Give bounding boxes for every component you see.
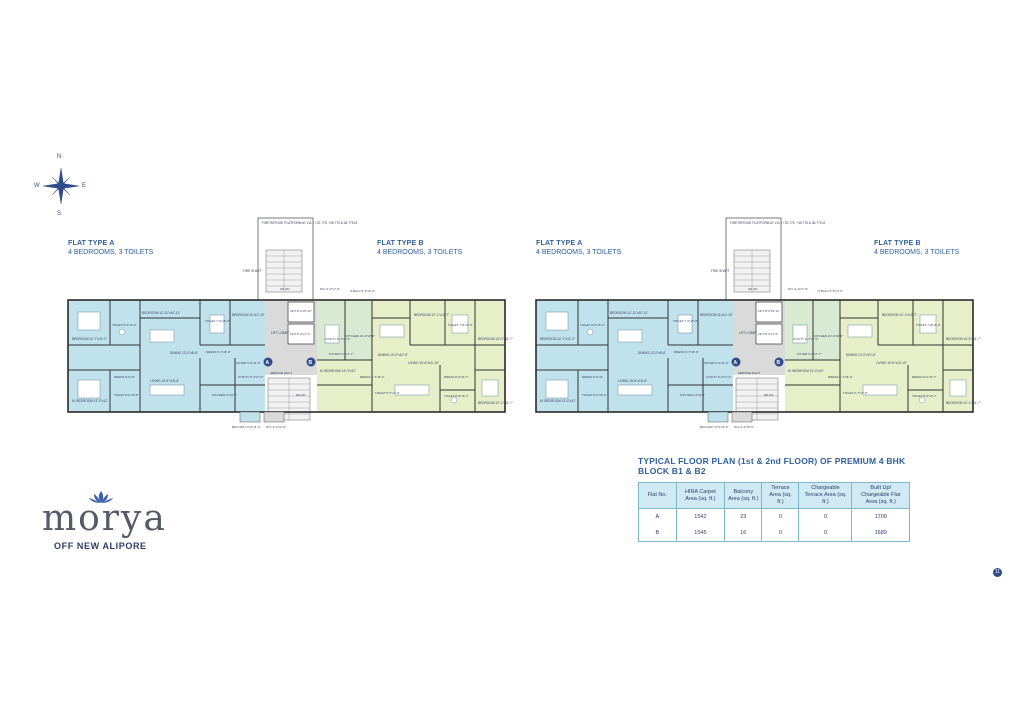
room-label: M. BEDROOM 13'-0"x12' <box>72 399 108 403</box>
table-header: Flat No. <box>638 482 677 509</box>
flat-label-title: FLAT TYPE B <box>874 240 921 247</box>
flat-label-b1: FLAT TYPE B 4 BEDROOMS, 3 TOILETS <box>377 240 462 256</box>
area-table-section: TYPICAL FLOOR PLAN (1st & 2nd FLOOR) OF … <box>638 456 910 542</box>
room-label: TOILET 8'-0"x6'-0" <box>112 323 137 327</box>
room-label: KITCHEN 11'x8'-0" <box>212 393 237 397</box>
flat-label-sub: 4 BEDROOMS, 3 TOILETS <box>68 249 154 256</box>
table-cell: 0 <box>761 508 800 525</box>
brand-tagline: OFF NEW ALIPORE <box>54 541 147 551</box>
marker-a: A <box>266 360 270 366</box>
table-header: Chargeable Terrace Area (sq. ft.) <box>798 482 853 509</box>
table-cell: B <box>638 525 677 542</box>
room-label: KITCHEN 10'-0"x8'-0" <box>346 334 375 338</box>
room-label: TOILET 8'-0"x5'-6" <box>114 393 139 397</box>
table-header-row: Flat No. HIRA Carpet Area (sq. ft.) Balc… <box>638 482 910 509</box>
flat-label-b2: FLAT TYPE B 4 BEDROOMS, 3 TOILETS <box>874 240 959 256</box>
room-label: FIRE REFUGE PLATFORM AT LVL1 +22.775, +3… <box>262 221 357 225</box>
table-header: Built Up/ Chargeable Flat Area (sq. ft.) <box>851 482 910 509</box>
flat-label-a1: FLAT TYPE A 4 BEDROOMS, 3 TOILETS <box>68 240 153 256</box>
room-label: LIVING 15'-6"x15'-10" <box>408 361 439 365</box>
room-label: BEDROOM 12'-7"x11'-2" <box>72 337 107 341</box>
room-label: W.C 4'-0"x7'-0" <box>320 287 340 291</box>
room-label: TOILET 7'-8"x6'-0" <box>448 323 473 327</box>
flat-label-sub: 4 BEDROOMS, 3 TOILETS <box>874 249 960 256</box>
compass-w: W <box>34 183 40 189</box>
flat-label-title: FLAT TYPE B <box>377 240 424 247</box>
room-label: S.BALC 5'-9"x3'-0" <box>350 289 375 293</box>
room-label: BALCONY 5'-0"x4'-3" <box>232 425 261 429</box>
area-table: Flat No. HIRA Carpet Area (sq. ft.) Balc… <box>638 482 910 542</box>
room-label: DRESS 5'-7"x8'-2" <box>360 375 385 379</box>
room-label: DN UP <box>296 393 305 397</box>
compass-s: S <box>57 211 62 217</box>
room-label: LIFT LOBBY <box>271 331 290 335</box>
compass-rose-icon <box>42 167 80 205</box>
floor-plan-half <box>67 217 506 423</box>
table-cell: 1700 <box>851 508 910 525</box>
marker-b: B <box>309 360 313 366</box>
room-label: SERVICE DUCT <box>270 371 292 375</box>
room-label: TOILET 7'-0"x8'-0" <box>205 319 230 323</box>
room-label: UTILITY 5'-0"x7'-0" <box>238 375 263 379</box>
room-label: DRESS 8'-0"x6'-7" <box>444 375 469 379</box>
table-row: B 1545 16 0 0 1689 <box>638 525 910 542</box>
room-label: BEDROOM 13'-0"x11'-7" <box>478 337 513 341</box>
room-label: BEDROOM 12'-1"x11'-7" <box>478 401 513 405</box>
flat-label-sub: 4 BEDROOMS, 3 TOILETS <box>536 249 622 256</box>
compass-n: N <box>57 154 62 160</box>
table-title-line2: BLOCK B1 & B2 <box>638 466 706 476</box>
room-label: FOYER 5'-0"x7'-7" <box>329 352 354 356</box>
room-label: BEDROOM 11'x10'-10" <box>232 313 265 317</box>
table-cell: 1689 <box>851 525 910 542</box>
table-cell: 1542 <box>675 508 726 525</box>
room-label: BEDROOM 12'-11"x10'-11" <box>142 311 180 315</box>
room-label: UTILITY 6'-7"x7'-0" <box>325 337 350 341</box>
lotus-logo-icon <box>89 491 113 503</box>
room-label: UP ON <box>280 287 289 291</box>
table-header: Terrace Area (sq. ft.) <box>761 482 800 509</box>
room-label: LIFT 5'-3"x7'-0" <box>290 332 310 336</box>
room-label: FOYER 5'-0"x6'-0" <box>236 361 261 365</box>
room-label: TOILET 5'-7"x7'-0" <box>375 391 400 395</box>
room-label: DINING 10'-0"x10'-6" <box>378 353 408 357</box>
room-label: DRESS 5'-0"x6' <box>114 375 135 379</box>
table-title-line1: TYPICAL FLOOR PLAN (1st & 2nd FLOOR) OF … <box>638 456 906 466</box>
table-cell: 0 <box>798 525 853 542</box>
room-label: TOILET 8'-0"x6'-7" <box>444 394 469 398</box>
room-label: DRESS 5'-7"x8'-0" <box>206 350 231 354</box>
table-cell: 0 <box>761 525 800 542</box>
table-cell: 0 <box>798 508 853 525</box>
table-cell: 1545 <box>675 525 726 542</box>
room-label: FIRE SHAFT <box>243 269 262 273</box>
brand-name: morya <box>42 498 167 539</box>
flat-label-title: FLAT TYPE A <box>68 240 115 247</box>
flat-label-title: FLAT TYPE A <box>536 240 583 247</box>
page-number: 11 <box>993 568 1002 577</box>
table-cell: 16 <box>724 525 763 542</box>
table-header: Balcony Area (sq. ft.) <box>724 482 763 509</box>
room-label: LIVING 15'-6"x18'-6" <box>150 379 179 383</box>
room-label: M. BEDROOM 13'-0"x12' <box>320 369 356 373</box>
room-label: DINING 13'-0"x8'-6" <box>170 351 198 355</box>
table-cell: 23 <box>724 508 763 525</box>
room-label: BEDROOM 12'-1"x12'-7" <box>414 313 449 317</box>
table-cell: A <box>638 508 677 525</box>
flat-label-a2: FLAT TYPE A 4 BEDROOMS, 3 TOILETS <box>536 240 621 256</box>
room-label: LIFT 8'-3"x5'-11" <box>290 309 312 313</box>
room-label: W.C 4'-0"x3'-0" <box>266 425 286 429</box>
flat-label-sub: 4 BEDROOMS, 3 TOILETS <box>377 249 463 256</box>
compass-e: E <box>82 183 87 189</box>
table-header: HIRA Carpet Area (sq. ft.) <box>675 482 726 509</box>
labels-half: FIRE REFUGE PLATFORM AT LVL1 +22.775, +3… <box>72 221 513 429</box>
table-row: A 1542 23 0 0 1700 <box>638 508 910 525</box>
